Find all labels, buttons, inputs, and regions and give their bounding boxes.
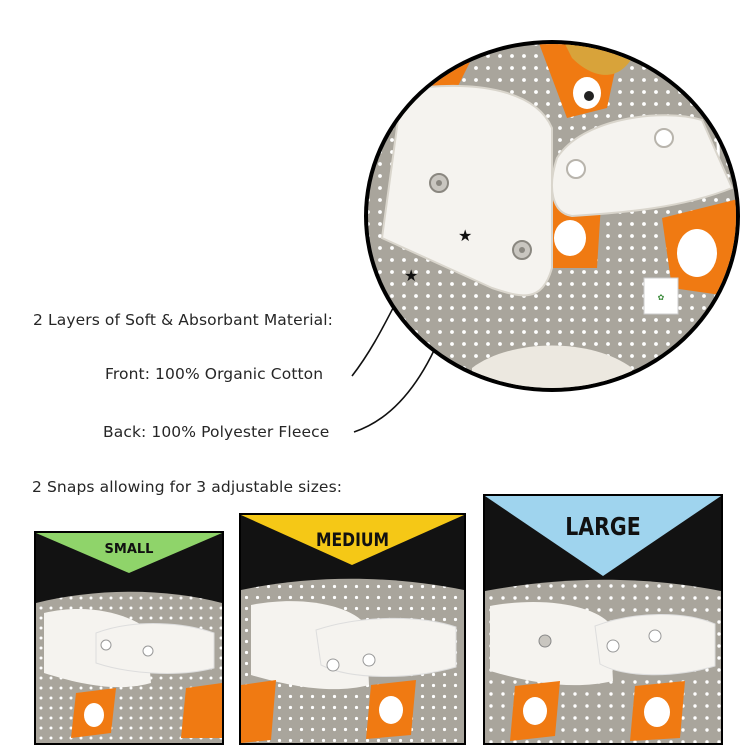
front-material-label: Front: 100% Organic Cotton — [105, 365, 324, 383]
small-banner — [36, 533, 222, 573]
back-material-label: Back: 100% Polyester Fleece — [103, 423, 330, 441]
size-panel-medium: MEDIUM — [239, 513, 466, 745]
layers-heading: 2 Layers of Soft & Absorbant Material: — [33, 311, 333, 329]
star-icon-back: ★ — [404, 266, 418, 285]
large-banner — [485, 496, 721, 576]
star-icon-front: ★ — [458, 226, 472, 245]
bib-closeup-photo: ✿ ★ ★ — [362, 38, 742, 394]
size-label-large: LARGE — [565, 512, 641, 541]
medium-banner — [241, 515, 464, 565]
sizes-heading: 2 Snaps allowing for 3 adjustable sizes: — [32, 478, 343, 496]
size-label-medium: MEDIUM — [315, 529, 390, 551]
size-panel-large: LARGE — [483, 494, 723, 745]
size-panel-small: SMALL — [34, 531, 224, 745]
svg-text:✿: ✿ — [658, 293, 665, 302]
size-label-small: SMALL — [104, 542, 154, 557]
